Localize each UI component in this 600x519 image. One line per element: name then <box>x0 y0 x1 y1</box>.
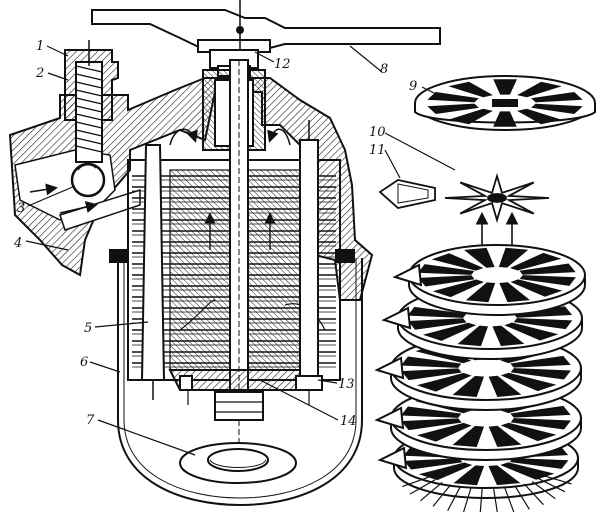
plate-hole <box>531 92 583 103</box>
callout-8: 8 <box>380 62 388 77</box>
plate-hole <box>448 81 493 98</box>
plate-hole <box>493 111 517 127</box>
disk-slot <box>418 264 475 275</box>
plate-hole <box>448 108 493 125</box>
disk-slot <box>488 465 521 486</box>
leader-lines <box>25 45 456 456</box>
flow-line <box>538 478 566 493</box>
plate-center-slot <box>492 99 518 107</box>
flow-line <box>523 483 544 506</box>
plate-hole <box>531 103 583 115</box>
flow-line <box>463 487 472 513</box>
flow-arrows-head <box>29 128 291 214</box>
disk-slot <box>510 355 571 368</box>
sediment-plug <box>179 442 297 484</box>
ball-valve <box>70 162 106 198</box>
clamp-rods <box>140 120 323 405</box>
flow-line <box>447 486 462 511</box>
disk-tab <box>374 406 405 430</box>
disk-slot <box>510 252 562 271</box>
handle-bar <box>91 9 441 53</box>
disk-slot <box>500 462 555 480</box>
disk-slot <box>499 282 530 303</box>
plate-hole <box>427 91 479 103</box>
disk-slot <box>464 247 495 268</box>
callout-12: 12 <box>274 57 291 72</box>
star-spacer <box>444 172 550 224</box>
callout-14: 14 <box>340 414 357 429</box>
callout-9: 9 <box>409 79 417 94</box>
disk-slot <box>513 318 573 330</box>
disk-slot <box>431 253 484 271</box>
flow-line <box>479 487 483 513</box>
scraper-plate <box>414 75 596 131</box>
disk-slot <box>452 375 484 398</box>
disk-face <box>408 244 586 306</box>
callout-6: 6 <box>80 355 88 370</box>
flow-line <box>503 486 515 513</box>
callout-13: 13 <box>338 377 355 392</box>
disk-slot <box>416 372 472 392</box>
filter-element <box>127 59 341 460</box>
disk-slot <box>401 356 462 368</box>
flow-line <box>542 475 572 485</box>
callout-1: 1 <box>36 39 44 54</box>
disk-slot <box>509 458 569 469</box>
disk-slot <box>510 405 571 418</box>
disk-slot <box>418 462 473 481</box>
disk-tab <box>374 356 405 380</box>
flow-line <box>420 481 443 502</box>
callout-5: 5 <box>84 321 92 336</box>
disk-slot <box>432 279 484 298</box>
plate-hole <box>493 79 517 95</box>
disk-tab <box>381 306 412 330</box>
flow-line <box>409 479 436 495</box>
plate-hole <box>427 103 479 114</box>
plate-hole <box>517 81 562 98</box>
scraper-blade <box>378 179 436 209</box>
disk-slot <box>500 372 557 392</box>
flow-line <box>492 487 498 513</box>
disk-slot <box>453 465 485 486</box>
flow-line <box>432 484 452 507</box>
disk-slot <box>498 247 529 268</box>
callout-4: 4 <box>13 236 22 251</box>
disk-slot <box>401 406 462 418</box>
disk-slot <box>510 418 571 430</box>
callout-11: 11 <box>369 143 386 158</box>
disk-slot <box>407 306 467 318</box>
flow-line <box>531 481 556 500</box>
callout-2: 2 <box>35 66 44 81</box>
disk-slot <box>416 422 472 442</box>
flow-line <box>402 476 431 488</box>
disk-slot <box>422 322 477 341</box>
callout-10: 10 <box>369 125 386 140</box>
disk-slot <box>492 325 525 347</box>
callout-3: 3 <box>17 201 25 216</box>
disk-slot <box>488 375 522 397</box>
disk-slot <box>452 425 484 448</box>
disk-slot <box>465 282 496 303</box>
disk-slot <box>500 422 557 442</box>
flow-line <box>514 485 530 510</box>
disk-slot <box>457 325 489 347</box>
disk-tab <box>377 446 408 470</box>
spring-valve <box>64 40 119 163</box>
disk-slot <box>519 263 576 275</box>
callout-7: 7 <box>86 413 95 428</box>
disk-slot <box>504 322 559 341</box>
disk-slot <box>519 275 576 286</box>
disk-tab <box>392 263 423 287</box>
disk-slot <box>488 425 522 447</box>
plate-hole <box>517 108 562 125</box>
disk-slot <box>510 279 563 297</box>
disk-stack <box>374 244 586 513</box>
disk-slot <box>510 368 571 380</box>
